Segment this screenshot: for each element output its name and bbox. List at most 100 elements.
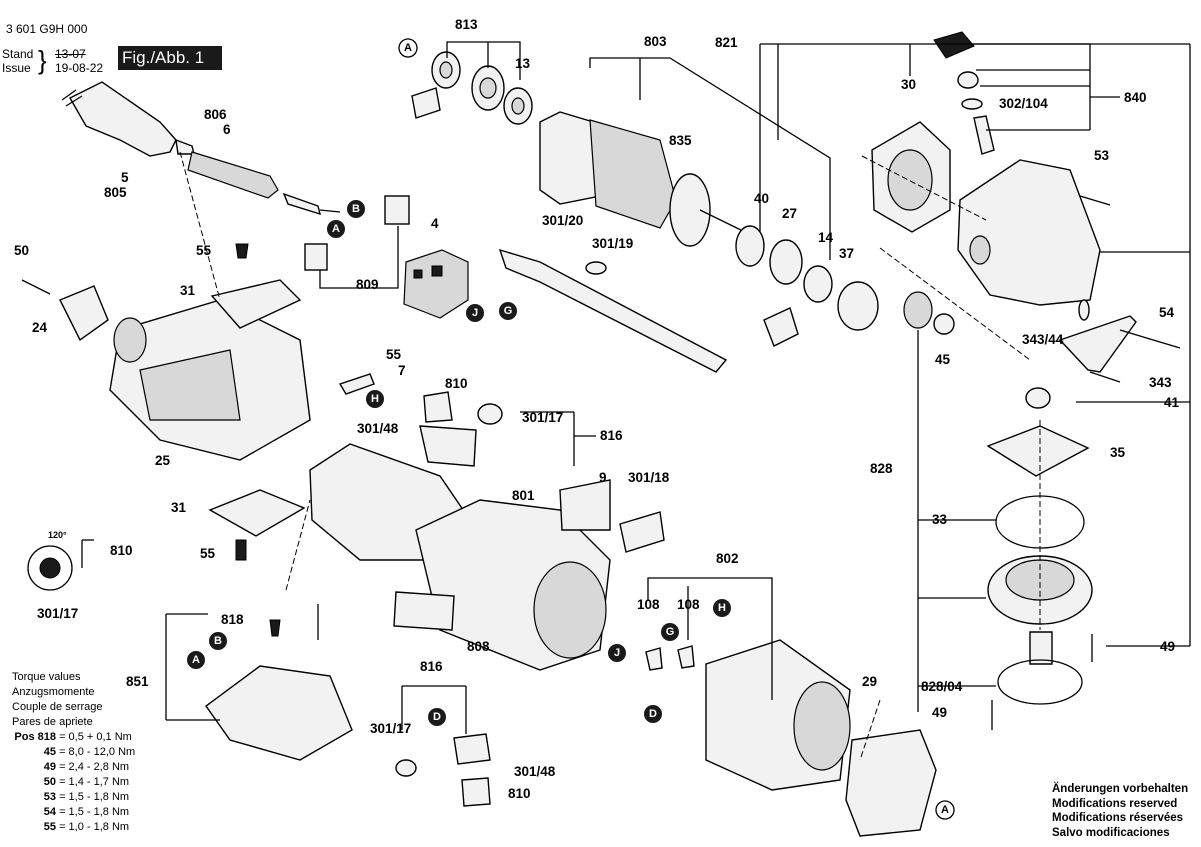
svg-text:G: G [504,305,513,317]
handle-part [59,285,109,342]
label-33: 33 [932,512,948,527]
armature-part [539,111,746,247]
torque-row: 45 = 8,0 - 12,0 Nm [43,746,136,758]
label-5: 5 [121,170,129,185]
label-301-18: 301/18 [628,470,670,485]
brush-part [423,391,453,423]
bush-part [1025,387,1051,409]
ring-part [803,265,833,303]
flange-plate-part [986,425,1090,477]
terminal-part [645,647,663,671]
label-7: 7 [398,363,406,378]
torque-row: Pos 818 = 0,5 + 0,1 Nm [14,731,132,743]
fan-guide-part [845,729,937,837]
spring-part [411,87,441,119]
torsion-spring-part [27,545,73,591]
spring-part [957,71,979,89]
svg-text:A: A [941,804,949,816]
label-13: 13 [515,56,531,71]
electronics-base-part [205,665,353,761]
callout-b-top: B [347,200,365,218]
label-301-19: 301/19 [592,236,634,251]
figure-badge: Fig./Abb. 1 [118,46,222,70]
svg-text:G: G [666,626,675,638]
label-301-48-mid: 301/48 [357,421,399,436]
label-55-top: 55 [196,243,212,258]
callout-a-right: A [935,800,955,820]
spring-part [1078,299,1090,321]
torque-line: Anzugsmomente [12,686,95,698]
label-35: 35 [1110,445,1126,460]
cover-plate-part [210,279,302,329]
label-29: 29 [862,674,878,689]
nut-part [933,313,955,335]
callout-a-bottom: A [187,651,205,669]
brush-holder-part [453,733,491,765]
brace: } [38,45,47,75]
label-803: 803 [644,34,667,49]
torque-title: Torque values [12,671,81,683]
spring-part [477,403,503,425]
label-120-deg: 120° [48,530,67,540]
label-37: 37 [839,246,855,261]
label-108-a: 108 [637,597,660,612]
callout-a-left: A [327,220,345,238]
brush-holder-part [419,425,477,467]
dashed-guides [179,151,1041,761]
label-828: 828 [870,461,893,476]
ring-part [769,239,803,285]
callout-j-bottom: J [608,644,626,662]
ring-part [961,98,983,110]
label-821: 821 [715,35,738,50]
bearing-part [431,51,533,125]
svg-text:H: H [718,602,726,614]
brush-part [384,195,410,225]
pin-part [973,115,995,155]
callout-g-bottom: G [661,623,679,641]
label-840: 840 [1124,90,1147,105]
screw-part [21,279,51,295]
svg-text:B: B [352,203,360,215]
label-343-44: 343/44 [1022,332,1064,347]
brush-part [461,777,491,807]
slide-switch-part [498,248,728,373]
label-49-bottom: 49 [932,705,948,720]
label-302-104: 302/104 [999,96,1048,111]
nameplate-part [393,591,455,631]
label-53: 53 [1094,148,1110,163]
label-813: 813 [455,17,478,32]
label-41: 41 [1164,395,1180,410]
label-part [559,479,611,531]
label-55-bottom: 55 [200,546,216,561]
label-108-b: 108 [677,597,700,612]
callout-h-bottom: H [713,599,731,617]
callout-g-top: G [499,302,517,320]
callout-d-bottom: D [428,708,446,726]
lock-button-part [933,31,975,59]
label-31-bottom: 31 [171,500,187,515]
spring-part [395,759,417,777]
label-810-bottom: 810 [508,786,531,801]
callout-d-right: D [644,705,662,723]
modifications-note: Änderungen vorbehalten Modifications res… [1052,782,1188,840]
label-816-bottom: 816 [420,659,443,674]
callout-a-top: A [398,38,418,58]
screw-part [235,243,249,259]
ring-part [735,225,765,267]
label-828-04: 828/04 [921,679,963,694]
pinion-part [903,291,933,329]
issue-value: 19-08-22 [55,61,104,75]
svg-text:H: H [371,393,379,405]
label-49-top: 49 [1160,639,1176,654]
label-55-mid: 55 [386,347,402,362]
label-301-20: 301/20 [542,213,584,228]
label-45: 45 [935,352,951,367]
field-coil-part [705,639,851,791]
svg-text:D: D [433,711,441,723]
label-810-mid: 810 [445,376,468,391]
brush-part [304,243,328,271]
label-50: 50 [14,243,30,258]
label-343: 343 [1149,375,1172,390]
callout-j-top: J [466,304,484,322]
